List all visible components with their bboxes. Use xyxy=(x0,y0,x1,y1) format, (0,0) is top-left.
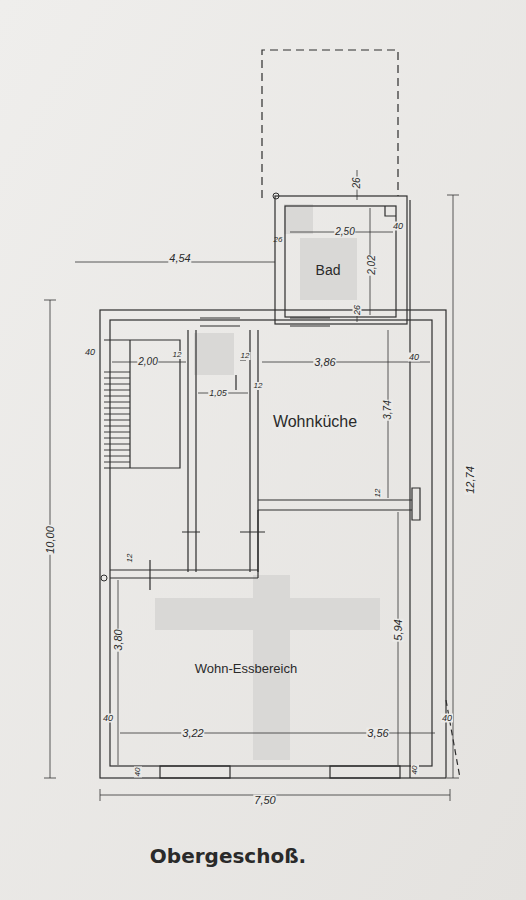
stair-tread xyxy=(104,462,130,463)
dimension-label: 26 xyxy=(273,236,284,244)
room-label: Wohn-Essbereich xyxy=(194,662,298,675)
dimension-label: 26 xyxy=(353,304,362,316)
dimension-label: 12 xyxy=(126,553,134,564)
dimension-label: 5,94 xyxy=(393,618,404,641)
stair-tread xyxy=(104,384,130,385)
room-label: Wohnküche xyxy=(272,414,358,430)
stair-tread xyxy=(104,372,130,373)
dimension-label: 1,05 xyxy=(208,389,228,398)
dimension-label: 40 xyxy=(134,767,142,778)
stair-tread xyxy=(104,378,130,379)
dimension-label: 3,80 xyxy=(113,628,124,651)
dimension-label: 4,54 xyxy=(168,253,191,264)
stair-tread xyxy=(104,432,130,433)
dimension-label: 12 xyxy=(253,382,264,390)
dimension-label: 12 xyxy=(374,488,382,499)
dimension-label: 12 xyxy=(240,352,251,360)
stair-tread xyxy=(104,444,130,445)
stair-tread xyxy=(104,408,130,409)
dimension-label: 3,74 xyxy=(383,399,393,420)
dimension-label: 2,02 xyxy=(367,254,377,275)
dimension-label: 40 xyxy=(392,222,404,231)
dimension-label: 40 xyxy=(411,765,419,776)
plan-caption: Obergeschoß. xyxy=(150,846,306,866)
dimension-label: 3,56 xyxy=(366,728,389,739)
dimension-label: 40 xyxy=(102,714,114,723)
dimension-label: 3,22 xyxy=(181,728,204,739)
dimension-label: 26 xyxy=(352,176,362,189)
dimension-label: 10,00 xyxy=(45,525,56,555)
dimension-label: 2,50 xyxy=(334,227,355,237)
dimension-label: 40 xyxy=(408,353,420,362)
stair-tread xyxy=(104,438,130,439)
stair-tread xyxy=(104,456,130,457)
dimension-label: 12 xyxy=(172,351,183,359)
dimension-label: 40 xyxy=(84,348,96,357)
dimension-label: 2,00 xyxy=(137,357,158,367)
dimension-label: 40 xyxy=(441,714,453,723)
stair-tread xyxy=(104,414,130,415)
stair-tread xyxy=(104,426,130,427)
stair-tread xyxy=(104,450,130,451)
dimension-label: 12,74 xyxy=(465,465,476,495)
dimension-label: 7,50 xyxy=(253,795,276,806)
stair-tread xyxy=(104,420,130,421)
room-label: Bad xyxy=(315,263,342,277)
stair-tread xyxy=(104,390,130,391)
stair-tread xyxy=(104,396,130,397)
dimension-label: 3,86 xyxy=(313,357,336,368)
stair-tread xyxy=(104,402,130,403)
